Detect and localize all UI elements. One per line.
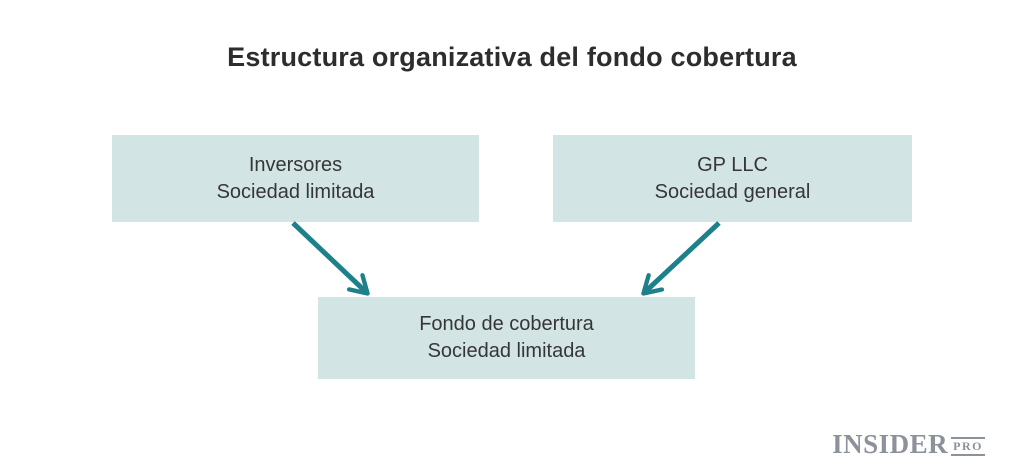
node-gp-llc-line1: GP LLC <box>697 153 768 176</box>
node-fondo-line1: Fondo de cobertura <box>419 313 594 335</box>
node-fondo-line2: Sociedad limitada <box>427 340 586 362</box>
node-gp-llc-line2: Sociedad general <box>654 180 811 203</box>
node-fondo-de-cobertura: Fondo de cobertura Sociedad limitada <box>318 297 695 379</box>
node-inversores: Inversores Sociedad limitada <box>112 135 479 222</box>
arrow-gp-to-fondo-icon <box>641 221 721 296</box>
logo-suffix-text: PRO <box>951 437 985 457</box>
node-gp-llc: GP LLC Sociedad general <box>553 135 912 222</box>
arrow-inversores-to-fondo-icon <box>291 221 370 296</box>
logo-brand-text: INSIDER <box>832 429 949 459</box>
diagram-title: Estructura organizativa del fondo cobert… <box>227 42 797 72</box>
node-inversores-line1: Inversores <box>248 153 343 176</box>
node-inversores-line2: Sociedad limitada <box>216 180 375 203</box>
